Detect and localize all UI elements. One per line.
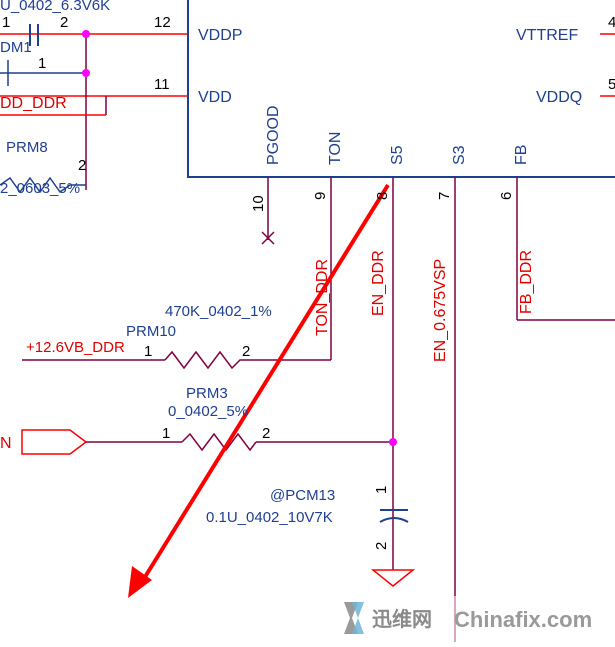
dm1-pin: 1 (38, 55, 46, 72)
prm3-value: 0_0402_5% (168, 403, 248, 420)
top-cap-pin1: 1 (2, 14, 10, 31)
dm1-label: DM1 (0, 39, 32, 56)
pin-name-s3: S3 (451, 145, 468, 165)
net-en-0675vsp: EN_0.675VSP (432, 259, 449, 362)
top-cap-pin2: 2 (60, 14, 68, 31)
watermark-logo-icon (344, 602, 364, 634)
watermark-graphic: 迅维网 Chinafix.com (338, 596, 615, 642)
junction-dm1 (82, 69, 90, 77)
vdd-ddr-net: DD_DDR (0, 95, 67, 112)
net-ton-ddr: TON_DDR (314, 259, 331, 336)
pin-num-5: 5 (608, 76, 615, 93)
pin-num-10: 10 (250, 195, 267, 212)
prm3-resistor (181, 432, 257, 452)
pcm13-plate-2 (379, 517, 409, 523)
pin-name-pgood: PGOOD (265, 105, 282, 165)
pcm13-pin2: 2 (373, 542, 390, 550)
pin-name-vttref: VTTREF (516, 27, 578, 44)
ground-symbol (370, 569, 416, 587)
input-port-label: N (0, 435, 12, 452)
watermark-site-text: Chinafix.com (454, 607, 592, 632)
prm10-resistor (164, 350, 248, 370)
pin-num-11: 11 (154, 76, 170, 93)
pcm13-label: @PCM13 (270, 487, 335, 504)
pin-num-7: 7 (436, 192, 453, 200)
prm10-pin1: 1 (144, 343, 152, 360)
prm3-label: PRM3 (186, 385, 228, 402)
net-en-ddr: EN_DDR (370, 250, 387, 316)
annotation-arrow-line (138, 183, 390, 587)
prm10-pin2: 2 (242, 343, 250, 360)
pcm13-value: 0.1U_0402_10V7K (206, 509, 333, 526)
pin-name-vddp: VDDP (198, 27, 242, 44)
prm8-value: 2_0603_5% (0, 180, 80, 197)
pin-name-s5: S5 (389, 145, 406, 165)
net-fb-ddr: FB_DDR (518, 250, 535, 314)
junction-en (389, 438, 397, 446)
pin-num-8: 8 (374, 192, 391, 200)
pcm13-pin1: 1 (373, 486, 390, 494)
input-port (21, 429, 88, 455)
watermark-backdrop (338, 596, 615, 642)
prm10-label: PRM10 (126, 323, 176, 340)
prm3-pin2: 2 (262, 425, 270, 442)
pin-name-vdd: VDD (198, 89, 232, 106)
pin-name-fb: FB (513, 145, 530, 165)
watermark-cn-text: 迅维网 (372, 607, 432, 631)
pin-name-vddq: VDDQ (536, 89, 582, 106)
watermark: 迅维网 Chinafix.com (338, 596, 615, 642)
prm8-resistor (0, 176, 86, 194)
prm8-label: PRM8 (6, 139, 48, 156)
pin10-nc-x2 (261, 231, 275, 245)
prm3-pin1: 1 (162, 425, 170, 442)
pin-num-12: 12 (154, 14, 171, 31)
annotation-arrow-head (128, 566, 152, 598)
pin-name-ton: TON (327, 132, 344, 165)
top-cap-value: U_0402_6.3V6K (0, 0, 110, 14)
junction-top-left (82, 30, 90, 38)
pin-num-6: 6 (498, 192, 515, 200)
prm10-net: +12.6VB_DDR (26, 339, 125, 356)
ic-body (187, 0, 615, 178)
prm8-pin2: 2 (78, 157, 86, 174)
pin-num-4: 4 (608, 14, 615, 31)
pin-num-9: 9 (312, 192, 329, 200)
prm10-value: 470K_0402_1% (165, 303, 272, 320)
